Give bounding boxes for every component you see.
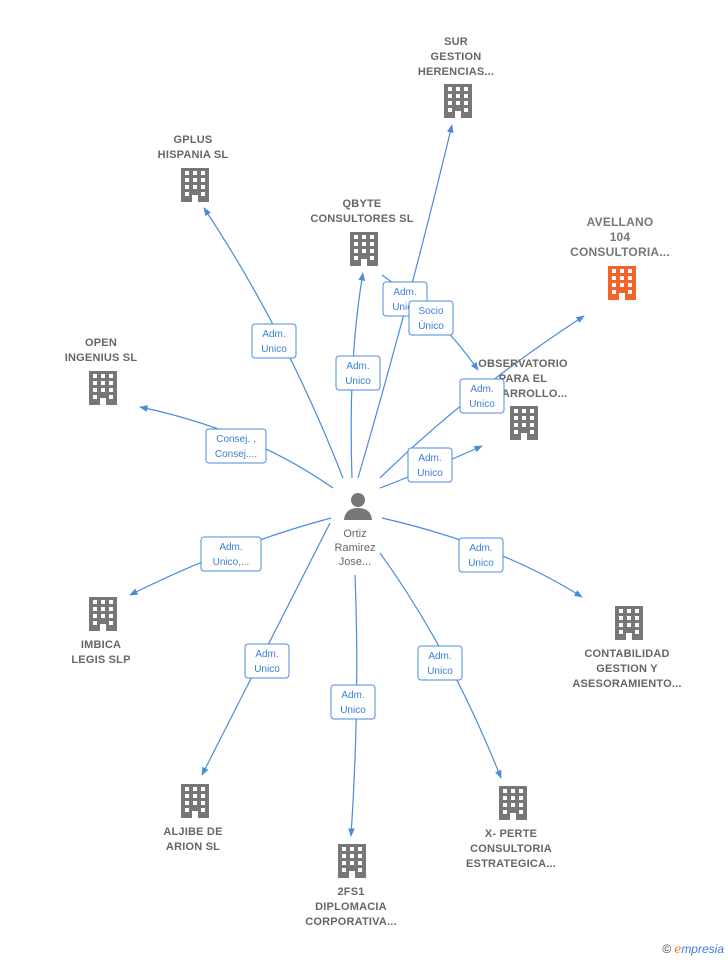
edge-label-open[interactable]: Consej. , Consej....	[205, 428, 267, 464]
edge-label-observatorio[interactable]: Adm. Unico	[407, 447, 453, 483]
brand-logo-initial: e	[674, 942, 682, 956]
edge-label-text: Adm.	[469, 543, 492, 554]
company-label-line: CONSULTORIA	[470, 843, 552, 855]
edge-label-text: Adm.	[428, 651, 451, 662]
building-icon	[89, 371, 117, 405]
building-icon	[499, 786, 527, 820]
edge-label-text: Adm.	[255, 649, 278, 660]
edge-label-text: Consej....	[215, 449, 257, 460]
edge-label-text: Adm.	[346, 361, 369, 372]
edge-label-text: Unico	[261, 344, 287, 355]
company-label-line: 2FS1	[337, 886, 364, 898]
building-icon	[510, 406, 538, 440]
company-label-line: GESTION Y	[596, 663, 658, 675]
edge-label-gplus[interactable]: Adm. Unico	[251, 323, 297, 359]
company-label-line: CONSULTORES SL	[310, 213, 413, 225]
company-node-imbica[interactable]: IMBICA LEGIS SLP	[71, 597, 130, 666]
company-node-xperte[interactable]: X- PERTE CONSULTORIA ESTRATEGICA...	[466, 786, 556, 870]
person-name-line: Jose...	[339, 556, 371, 568]
company-label-line: ASESORAMIENTO...	[572, 678, 681, 690]
building-icon	[608, 266, 636, 300]
company-label-line: DIPLOMACIA	[315, 901, 387, 913]
company-node-sur[interactable]: SUR GESTION HERENCIAS...	[418, 36, 494, 118]
company-node-avellano[interactable]: AVELLANO104CONSULTORIA...	[570, 215, 670, 300]
building-icon	[181, 168, 209, 202]
company-node-contabilidad[interactable]: CONTABILIDAD GESTION Y ASESORAMIENTO...	[572, 606, 681, 690]
company-label-line: AVELLANO	[587, 215, 654, 229]
company-label-line: ARION SL	[166, 841, 220, 853]
person-icon	[344, 493, 372, 520]
edge-label-text: Unico	[392, 302, 418, 313]
building-icon	[350, 232, 378, 266]
edge-label-text: Socio	[418, 306, 443, 317]
edges-layer	[129, 124, 585, 837]
edge-label-text: Adm.	[262, 329, 285, 340]
edge-label-text: Unico	[469, 399, 495, 410]
company-label-line: X- PERTE	[485, 828, 537, 840]
company-label-line: OPEN	[85, 337, 117, 349]
edge-label-text: Unico	[427, 666, 453, 677]
edge-label-text: Adm.	[341, 690, 364, 701]
edge-label-xperte[interactable]: Adm. Unico	[417, 645, 463, 681]
edge-label-fs1[interactable]: Adm. Unico	[330, 684, 376, 720]
company-label-line: IMBICA	[81, 639, 121, 651]
edge-label-text: Único	[418, 319, 444, 332]
edge-label-imbica[interactable]: Adm. Unico,...	[200, 536, 262, 572]
edge-label-text: Unico	[417, 468, 443, 479]
building-icon	[338, 844, 366, 878]
person-name-line: Ortiz	[343, 528, 366, 540]
edge-label-text: Adm.	[470, 384, 493, 395]
edge-label-text: Unico	[254, 664, 280, 675]
edge-label-text: Unico	[345, 376, 371, 387]
company-label-line: GPLUS	[174, 134, 213, 146]
edge-label-text: Adm.	[418, 453, 441, 464]
building-icon	[89, 597, 117, 631]
brand-logo-text: mpresia	[681, 942, 724, 956]
company-node-open[interactable]: OPEN INGENIUS SL	[65, 337, 138, 405]
edge-label-text: Adm.	[219, 542, 242, 553]
company-label-line: 104	[610, 230, 631, 244]
edge-label-qbyte[interactable]: Adm. Unico	[335, 355, 381, 391]
company-label-line: LEGIS SLP	[71, 654, 130, 666]
person-name-line: Ramirez	[335, 542, 376, 554]
building-icon	[444, 84, 472, 118]
company-label-line: ESTRATEGICA...	[466, 858, 556, 870]
company-label-line: SUR	[444, 36, 468, 48]
company-node-gplus[interactable]: GPLUS HISPANIA SL	[158, 134, 229, 202]
company-label-line: HISPANIA SL	[158, 149, 229, 161]
building-icon	[181, 784, 209, 818]
company-label-line: PARA EL	[499, 373, 548, 385]
company-label-line: INGENIUS SL	[65, 352, 138, 364]
brand-footer: ©empresia	[662, 942, 724, 956]
company-label-line: HERENCIAS...	[418, 66, 494, 78]
edge-label-avellano[interactable]: Adm. Unico	[459, 378, 505, 414]
edge-label-text: Consej. ,	[216, 434, 255, 445]
edge-label-text: Unico	[340, 705, 366, 716]
company-label-line: CONTABILIDAD	[584, 648, 669, 660]
company-node-aljibe[interactable]: ALJIBE DE ARION SL	[163, 784, 222, 853]
copyright-icon: ©	[662, 942, 672, 956]
company-label-line: QBYTE	[343, 198, 382, 210]
building-icon	[615, 606, 643, 640]
person-node[interactable]: OrtizRamirezJose...	[335, 493, 376, 568]
company-label-line: CONSULTORIA...	[570, 245, 670, 259]
edge-label-text: Adm.	[393, 287, 416, 298]
company-label-line: OBSERVATORIO	[478, 358, 568, 370]
edge-label-text: Unico	[468, 558, 494, 569]
company-label-line: CORPORATIVA...	[305, 916, 397, 928]
company-label-line: GESTION	[431, 51, 482, 63]
edge-label-contabilidad[interactable]: Adm. Unico	[458, 537, 504, 573]
edge-label-aljibe[interactable]: Adm. Unico	[244, 643, 290, 679]
edge-label-text: Unico,...	[213, 557, 250, 568]
company-node-qbyte[interactable]: QBYTE CONSULTORES SL	[310, 198, 413, 266]
company-label-line: ALJIBE DE	[163, 826, 222, 838]
